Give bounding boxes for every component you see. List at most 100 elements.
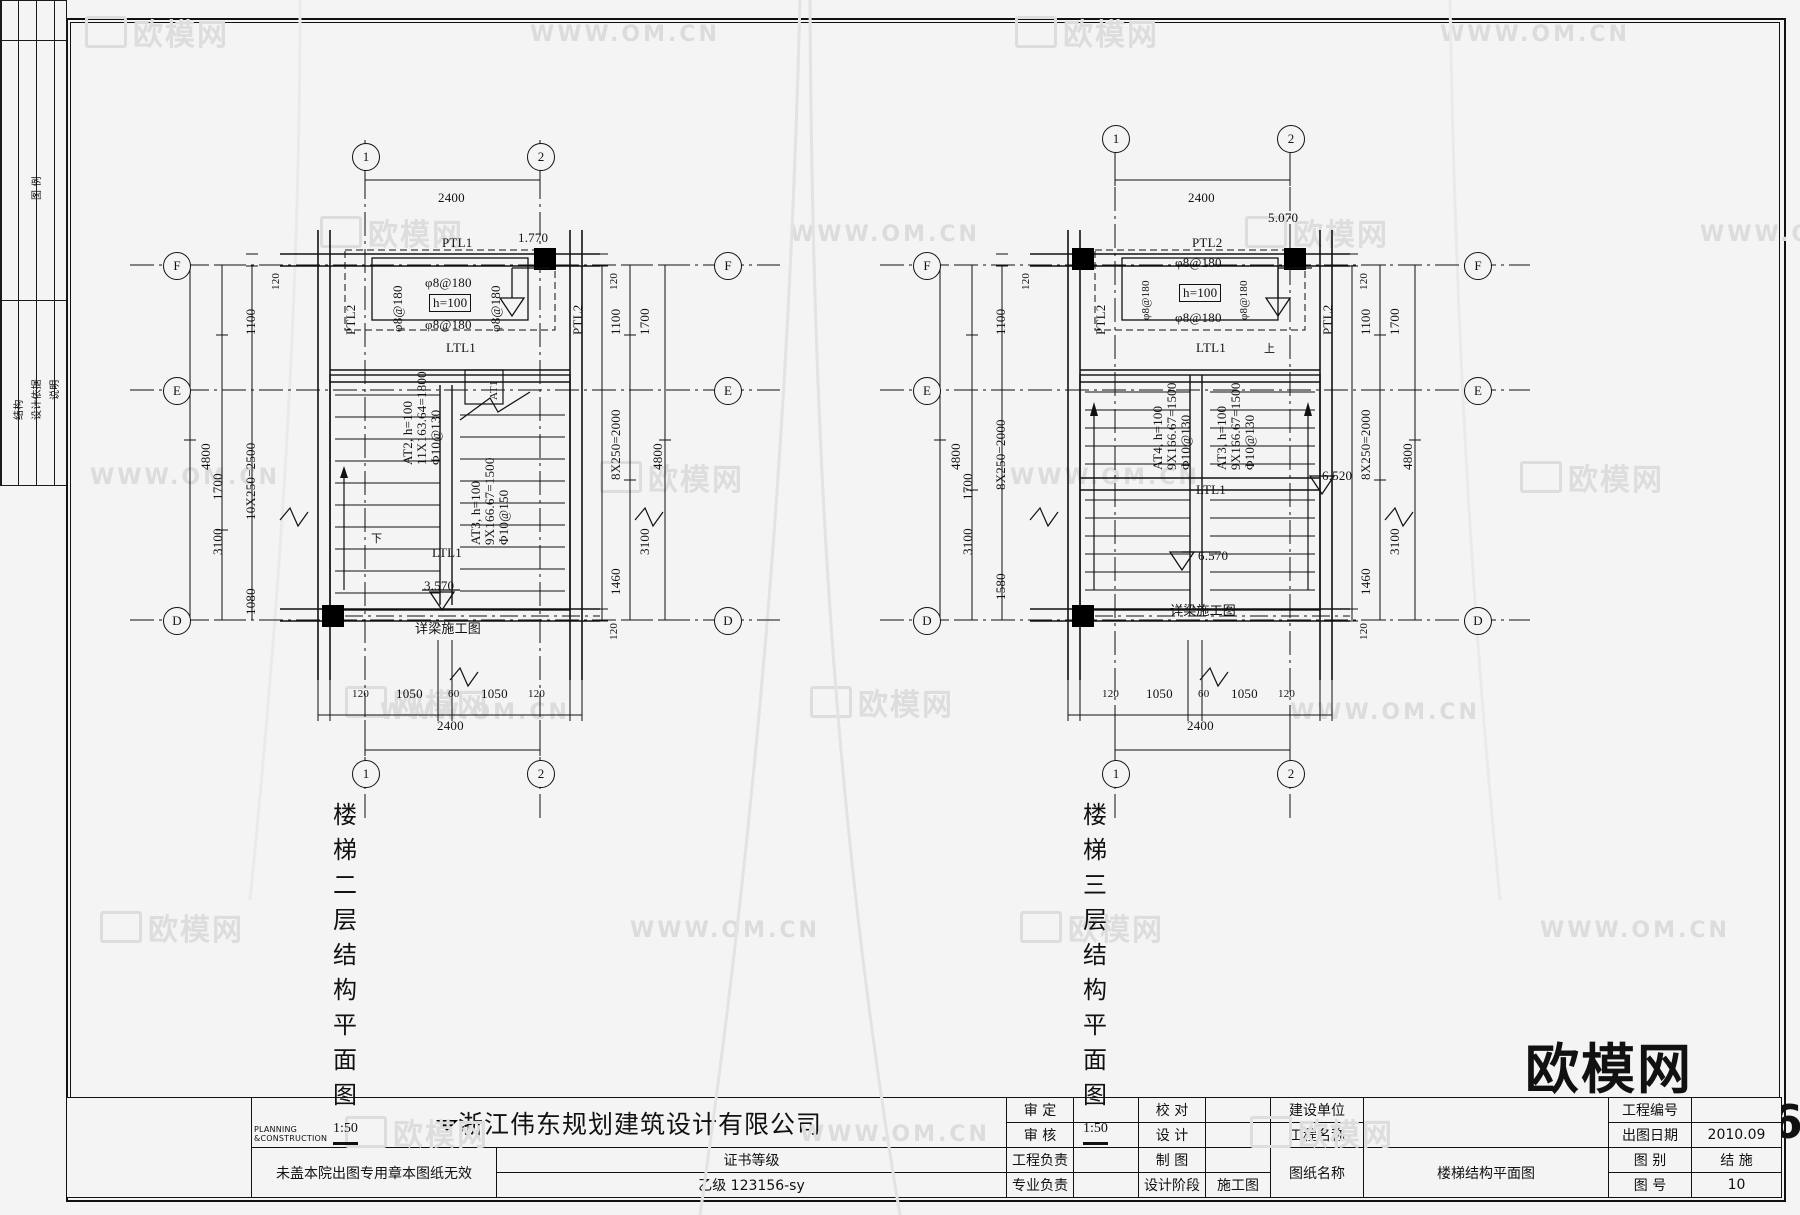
tb-cert-value[interactable]: 乙级 123156-sy — [496, 1172, 1007, 1198]
left-dim-120: 120 — [270, 272, 282, 290]
right-dim-4800: 4800 — [948, 443, 963, 470]
left-bdim-120b: 120 — [528, 688, 546, 700]
grid-bubble-col-1-bot-r: 1 — [1102, 760, 1130, 788]
watermark-brand-large: 欧模网 — [1525, 1038, 1693, 1101]
right-slab-thickness: h=100 — [1179, 284, 1222, 302]
tb-role-value-3[interactable] — [1073, 1172, 1139, 1198]
left-dim-1080: 1080 — [243, 588, 258, 615]
left-flight-AT3-line3: Φ10@150 — [496, 489, 511, 545]
left-elev-1770: 1.770 — [518, 230, 549, 245]
tb-role-value-2[interactable] — [1073, 1147, 1139, 1173]
left-dim-10x250: 10X250=2500 — [243, 442, 258, 520]
logo-sub-line2: &CONSTRUCTION — [254, 1134, 328, 1143]
tb-role2-label-2: 制 图 — [1138, 1147, 1206, 1173]
grid-bubble-row-E-right: E — [714, 377, 742, 405]
right-rebar-bot: φ8@180 — [1175, 310, 1222, 325]
right-dim-1580: 1580 — [993, 573, 1008, 600]
logo-sub-line1: PLANNING — [254, 1125, 298, 1134]
tb-role-label-2: 工程负责 — [1006, 1147, 1074, 1173]
right-flight-AT4-line3: Φ10@130 — [1178, 414, 1193, 470]
grid-bubble-row-F-right-r: F — [1464, 252, 1492, 280]
grid-bubble-col-1-top-r: 1 — [1102, 125, 1130, 153]
left-bdim-120a: 120 — [352, 688, 370, 700]
left-dim-1100: 1100 — [243, 308, 258, 335]
company-logo-icon — [435, 1119, 458, 1131]
tb-right-label-0: 工程编号 — [1608, 1097, 1692, 1123]
left-dim-right-120b: 120 — [608, 622, 620, 640]
tb-right-value-0[interactable] — [1691, 1097, 1782, 1123]
left-bdim-1050a: 1050 — [396, 686, 423, 701]
tb-role2-label-3: 设计阶段 — [1138, 1172, 1206, 1198]
left-dim-right-3100: 3100 — [637, 528, 652, 555]
right-dim-right-1460: 1460 — [1358, 568, 1373, 595]
right-rebar-left: φ8@180 — [1140, 280, 1152, 320]
left-dim-right-1700: 1700 — [637, 308, 652, 335]
grid-bubble-row-F-left: F — [163, 252, 191, 280]
grid-bubble-row-D-left: D — [163, 607, 191, 635]
right-dim-3100: 3100 — [960, 528, 975, 555]
tb-role2-value-2[interactable] — [1205, 1147, 1271, 1173]
left-bdim-1050b: 1050 — [481, 686, 508, 701]
left-beam-PTL2-right: PTL2 — [570, 304, 585, 335]
grid-bubble-col-2-top-r: 2 — [1277, 125, 1305, 153]
left-rebar-right: φ8@180 — [488, 285, 503, 332]
right-arrow-up-label: 上 — [1264, 342, 1276, 355]
left-dim-right-4800: 4800 — [650, 443, 665, 470]
right-dim-right-3100: 3100 — [1387, 528, 1402, 555]
right-beam-LTL1-top: LTL1 — [1196, 340, 1226, 355]
grid-bubble-row-D-left-r: D — [913, 607, 941, 635]
right-bdim-60: 60 — [1198, 688, 1210, 700]
left-dim-top-2400: 2400 — [438, 190, 465, 205]
left-bdim-60: 60 — [448, 688, 460, 700]
left-landing-AT1: AT1 — [488, 380, 500, 400]
left-plan-title: 楼梯二层结构平面图 1:50 — [333, 795, 358, 1145]
right-note: 详梁施工图 — [1170, 604, 1237, 619]
grid-bubble-col-1-top: 1 — [352, 143, 380, 171]
right-dim-1100: 1100 — [993, 308, 1008, 335]
tb-disclaimer: 未盖本院出图专用章本图纸无效 — [251, 1147, 497, 1198]
tb-role2-value-3[interactable]: 施工图 — [1205, 1172, 1271, 1198]
tb-role2-label-0: 校 对 — [1138, 1097, 1206, 1123]
left-bdim-total: 2400 — [437, 718, 464, 733]
right-bdim-total: 2400 — [1187, 718, 1214, 733]
left-beam-PTL2-left: PTL2 — [343, 304, 358, 335]
tb-role2-label-1: 设 计 — [1138, 1122, 1206, 1148]
left-rebar-left: φ8@180 — [390, 285, 405, 332]
grid-bubble-row-F-right: F — [714, 252, 742, 280]
left-dim-right-8x250: 8X250=2000 — [608, 409, 623, 480]
tb-right-label-2: 图 别 — [1608, 1147, 1692, 1173]
tb-project-value-0[interactable] — [1363, 1097, 1609, 1148]
grid-bubble-row-F-left-r: F — [913, 252, 941, 280]
tb-role-label-0: 审 定 — [1006, 1097, 1074, 1123]
right-dim-right-120a: 120 — [1358, 272, 1370, 290]
tb-right-value-1[interactable]: 2010.09 — [1691, 1122, 1782, 1148]
tb-project-label-2: 图纸名称 — [1270, 1147, 1364, 1198]
right-rebar-top: φ8@180 — [1175, 255, 1222, 270]
right-elev-6570: 6.570 — [1198, 548, 1229, 563]
left-dim-3100: 3100 — [210, 528, 225, 555]
grid-bubble-row-E-left: E — [163, 377, 191, 405]
left-beam-PTL1: PTL1 — [442, 235, 473, 250]
left-dim-right-120a: 120 — [608, 272, 620, 290]
left-dim-1700: 1700 — [210, 473, 225, 500]
right-rebar-right: φ8@180 — [1238, 280, 1250, 320]
left-note: 详梁施工图 — [415, 622, 482, 637]
left-elev-3570: 3.570 — [424, 578, 455, 593]
grid-bubble-col-2-bot: 2 — [527, 760, 555, 788]
left-slab-thickness: h=100 — [429, 294, 472, 312]
grid-bubble-col-1-bot: 1 — [352, 760, 380, 788]
right-dim-right-120b: 120 — [1358, 622, 1370, 640]
tb-right-value-3[interactable]: 10 — [1691, 1172, 1782, 1198]
grid-bubble-row-D-right: D — [714, 607, 742, 635]
right-elev-6520: 6.520 — [1322, 468, 1353, 483]
right-dim-1700: 1700 — [960, 473, 975, 500]
right-bdim-120a: 120 — [1102, 688, 1120, 700]
left-beam-LTL1-bot: LTL1 — [432, 545, 462, 560]
left-beam-LTL1-top: LTL1 — [446, 340, 476, 355]
right-flight-AT3-line3: Φ10@130 — [1242, 414, 1257, 470]
right-bdim-1050b: 1050 — [1231, 686, 1258, 701]
left-flight-AT2-line3: Φ10@130 — [428, 409, 443, 465]
tb-project-value-2[interactable]: 楼梯结构平面图 — [1363, 1147, 1609, 1198]
left-arrow-down-label: 下 — [371, 532, 383, 545]
right-elev-5070: 5.070 — [1268, 210, 1299, 225]
